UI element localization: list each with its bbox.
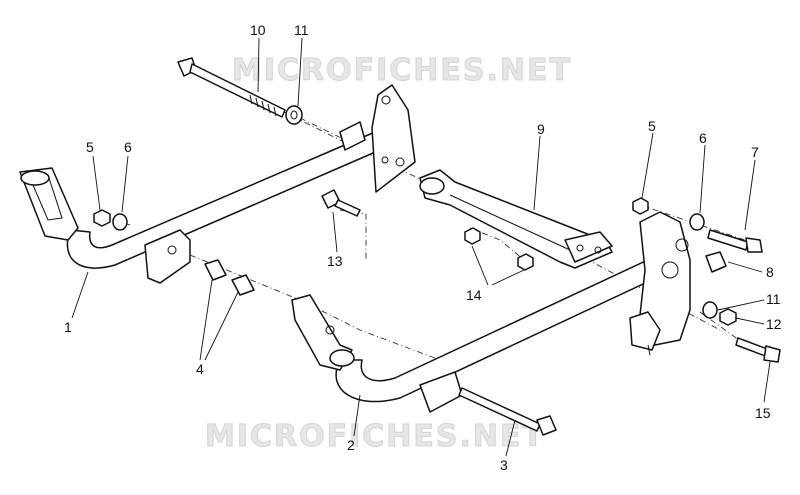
part-15-bolt	[735, 337, 781, 363]
callout-14: 14	[466, 287, 482, 303]
part-5-6-nut-washer-left	[93, 209, 128, 231]
callout-1: 1	[64, 319, 72, 335]
callout-5-right: 5	[648, 118, 656, 134]
callout-8: 8	[766, 264, 774, 280]
watermark-bottom: MICROFICHES.NET	[205, 419, 545, 454]
part-11-12-washer-nut-right	[702, 301, 737, 326]
part-3-long-bolt	[458, 387, 557, 436]
callout-10: 10	[250, 22, 266, 38]
callout-13: 13	[327, 253, 343, 269]
callout-6-right: 6	[699, 130, 707, 146]
part-bracket-plate-center	[371, 84, 416, 193]
callout-11-top: 11	[294, 22, 309, 38]
part-9-cross-tube	[419, 169, 613, 269]
part-4-spacers	[204, 259, 255, 296]
callout-numbers: 1 2 3 4 5 5 6 6 7 8 9 10 11 11 12 13 14 …	[64, 22, 782, 473]
part-1-left-arm	[19, 121, 381, 284]
callout-6-left: 6	[124, 139, 132, 155]
callout-3: 3	[500, 457, 508, 473]
part-13-bolt	[321, 189, 361, 217]
callout-9: 9	[537, 121, 545, 137]
callout-7: 7	[751, 144, 759, 160]
part-11-washer-top	[285, 105, 303, 125]
leader-lines	[71, 37, 771, 457]
callout-15: 15	[755, 405, 771, 421]
part-14-nuts	[464, 227, 534, 271]
part-7-bolt	[707, 229, 763, 253]
part-10-long-bolt	[177, 57, 286, 118]
callout-11-right: 11	[766, 291, 781, 307]
watermark-top: MICROFICHES.NET	[232, 53, 572, 88]
part-2-lower-arm	[291, 243, 691, 413]
part-5-6-nut-washer-right	[632, 197, 705, 231]
callout-4: 4	[196, 361, 204, 377]
callout-5-left: 5	[86, 139, 94, 155]
part-8-spacer	[705, 251, 727, 273]
part-right-mount-bracket	[629, 211, 691, 356]
callout-12: 12	[766, 316, 782, 332]
callout-2: 2	[347, 437, 355, 453]
